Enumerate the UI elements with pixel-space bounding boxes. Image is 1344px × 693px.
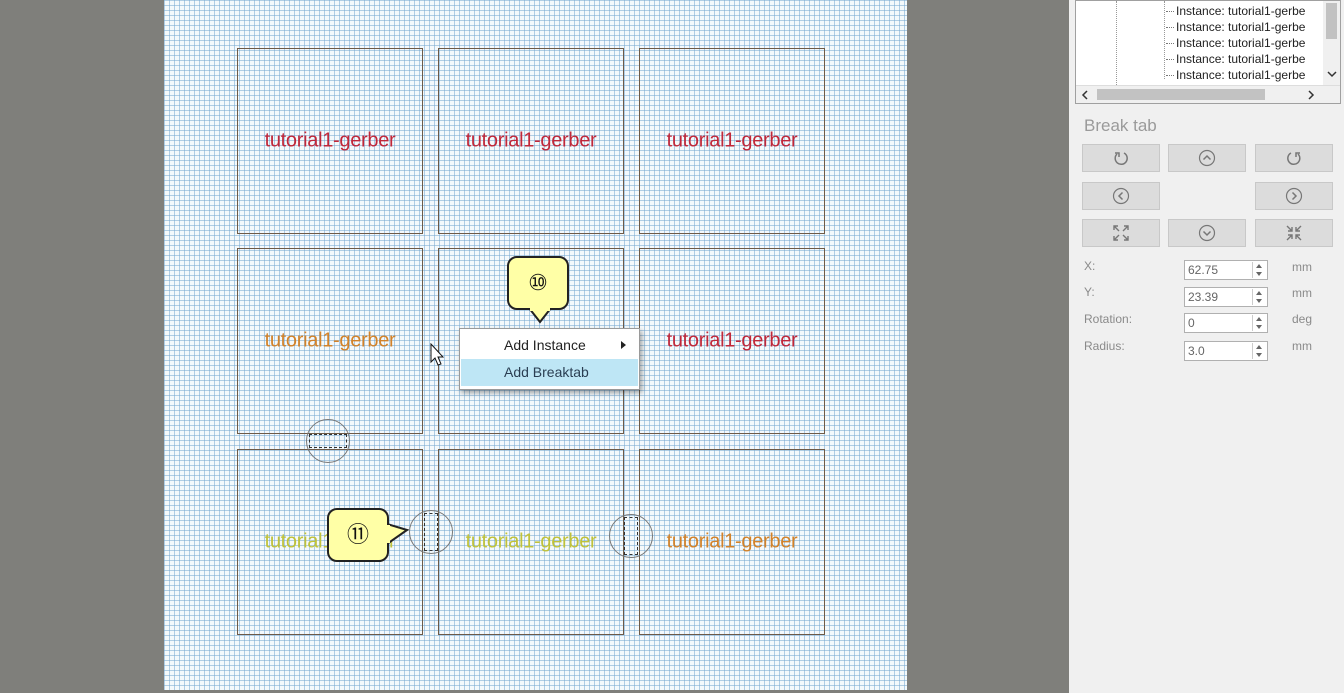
- x-unit: mm: [1292, 260, 1312, 274]
- radius-field[interactable]: 3.0: [1184, 341, 1268, 361]
- instance-tree[interactable]: Instance: tutorial1-gerbe Instance: tuto…: [1075, 0, 1341, 104]
- x-value: 62.75: [1188, 263, 1219, 277]
- chevron-right-circle-icon: [1285, 187, 1303, 205]
- callout-number: ⑪: [346, 522, 369, 547]
- pcb-instance[interactable]: tutorial1-gerber: [639, 248, 825, 434]
- breaktab-holes: [624, 517, 638, 555]
- pcb-instance-label: tutorial1-gerber: [465, 129, 597, 152]
- rotate-cw-button[interactable]: [1255, 144, 1333, 172]
- menu-item-add-instance[interactable]: Add Instance: [461, 332, 638, 359]
- vertical-scrollbar[interactable]: [1323, 1, 1340, 85]
- pcb-instance-label: tutorial1-gerber: [264, 129, 396, 152]
- breaktab[interactable]: [609, 514, 653, 558]
- shrink-button[interactable]: [1255, 219, 1333, 247]
- left-gray-area: [0, 0, 164, 693]
- callout-10: ⑩: [507, 256, 569, 324]
- move-up-button[interactable]: [1168, 144, 1246, 172]
- tree-item[interactable]: Instance: tutorial1-gerbe: [1166, 36, 1305, 52]
- pcb-instance-label: tutorial1-gerber: [666, 329, 798, 352]
- y-spinner[interactable]: [1252, 289, 1266, 305]
- radius-spinner[interactable]: [1252, 343, 1266, 359]
- pcb-instance[interactable]: tutorial1-gerber: [438, 449, 624, 635]
- rotate-ccw-icon: [1114, 152, 1128, 166]
- right-gray-area: [907, 0, 1069, 693]
- mouse-cursor-icon: [430, 343, 444, 366]
- move-left-button[interactable]: [1082, 182, 1160, 210]
- pcb-instance[interactable]: tutorial1-gerber: [639, 449, 825, 635]
- radius-unit: mm: [1292, 339, 1312, 353]
- move-down-button[interactable]: [1168, 219, 1246, 247]
- rotate-cw-icon: [1287, 152, 1301, 166]
- x-spinner[interactable]: [1252, 262, 1266, 278]
- breaktab[interactable]: [409, 510, 453, 554]
- horizontal-scrollbar[interactable]: [1076, 85, 1340, 103]
- pcb-instance-label: tutorial1-gerber: [666, 530, 798, 553]
- y-value: 23.39: [1188, 290, 1219, 304]
- pcb-instance[interactable]: tutorial1-gerber: [639, 48, 825, 234]
- callout-number: ⑩: [528, 270, 548, 295]
- tree-guide-line: [1116, 1, 1117, 85]
- tree-guide-line: [1164, 1, 1165, 79]
- callout-tail: [529, 308, 551, 324]
- radius-label: Radius:: [1084, 339, 1125, 353]
- radius-value: 3.0: [1188, 344, 1205, 358]
- callout-tail: [387, 522, 409, 546]
- rotation-value: 0: [1188, 316, 1195, 330]
- context-menu: Add Instance Add Breaktab: [459, 328, 640, 390]
- breaktab[interactable]: [306, 419, 350, 463]
- tree-item[interactable]: Instance: tutorial1-gerbe: [1166, 4, 1305, 20]
- shrink-icon: [1286, 225, 1302, 241]
- submenu-arrow-icon: [621, 341, 626, 349]
- y-label: Y:: [1084, 285, 1095, 299]
- section-title: Break tab: [1084, 116, 1157, 135]
- rotation-field[interactable]: 0: [1184, 313, 1268, 333]
- callout-11: ⑪: [327, 508, 409, 562]
- pcb-instance-label: tutorial1-gerber: [666, 129, 798, 152]
- scroll-right-icon[interactable]: [1306, 90, 1316, 100]
- rotation-label: Rotation:: [1084, 312, 1133, 326]
- scrollbar-thumb[interactable]: [1097, 89, 1265, 100]
- breaktab-holes: [424, 513, 438, 551]
- rotate-ccw-button[interactable]: [1082, 144, 1160, 172]
- tree-item[interactable]: Instance: tutorial1-gerbe: [1166, 20, 1305, 36]
- x-field[interactable]: 62.75: [1184, 260, 1268, 280]
- rotation-unit: deg: [1292, 312, 1313, 326]
- pcb-instance[interactable]: tutorial1-gerber: [237, 248, 423, 434]
- move-right-button[interactable]: [1255, 182, 1333, 210]
- chevron-up-circle-icon: [1198, 149, 1216, 167]
- pcb-instance-label: tutorial1-gerber: [264, 329, 396, 352]
- scrollbar-thumb[interactable]: [1326, 3, 1337, 39]
- rotation-spinner[interactable]: [1252, 315, 1266, 331]
- breaktab-holes: [309, 434, 347, 448]
- menu-item-add-breaktab[interactable]: Add Breaktab: [461, 359, 638, 386]
- scroll-down-icon[interactable]: [1327, 69, 1337, 79]
- pcb-instance[interactable]: tutorial1-gerber: [438, 48, 624, 234]
- menu-item-label: Add Instance: [504, 337, 586, 353]
- y-field[interactable]: 23.39: [1184, 287, 1268, 307]
- menu-item-label: Add Breaktab: [504, 364, 589, 380]
- expand-button[interactable]: [1082, 219, 1160, 247]
- tree-item[interactable]: Instance: tutorial1-gerbe: [1166, 68, 1305, 84]
- pcb-instance-label: tutorial1-gerber: [465, 530, 597, 553]
- x-label: X:: [1084, 259, 1096, 273]
- y-unit: mm: [1292, 286, 1312, 300]
- tree-item[interactable]: Instance: tutorial1-gerbe: [1166, 52, 1305, 68]
- chevron-left-circle-icon: [1112, 187, 1130, 205]
- properties-panel: Instance: tutorial1-gerbe Instance: tuto…: [1069, 0, 1344, 693]
- chevron-down-circle-icon: [1198, 224, 1216, 242]
- expand-icon: [1113, 225, 1129, 241]
- pcb-instance[interactable]: tutorial1-gerber: [237, 48, 423, 234]
- scroll-left-icon[interactable]: [1080, 90, 1090, 100]
